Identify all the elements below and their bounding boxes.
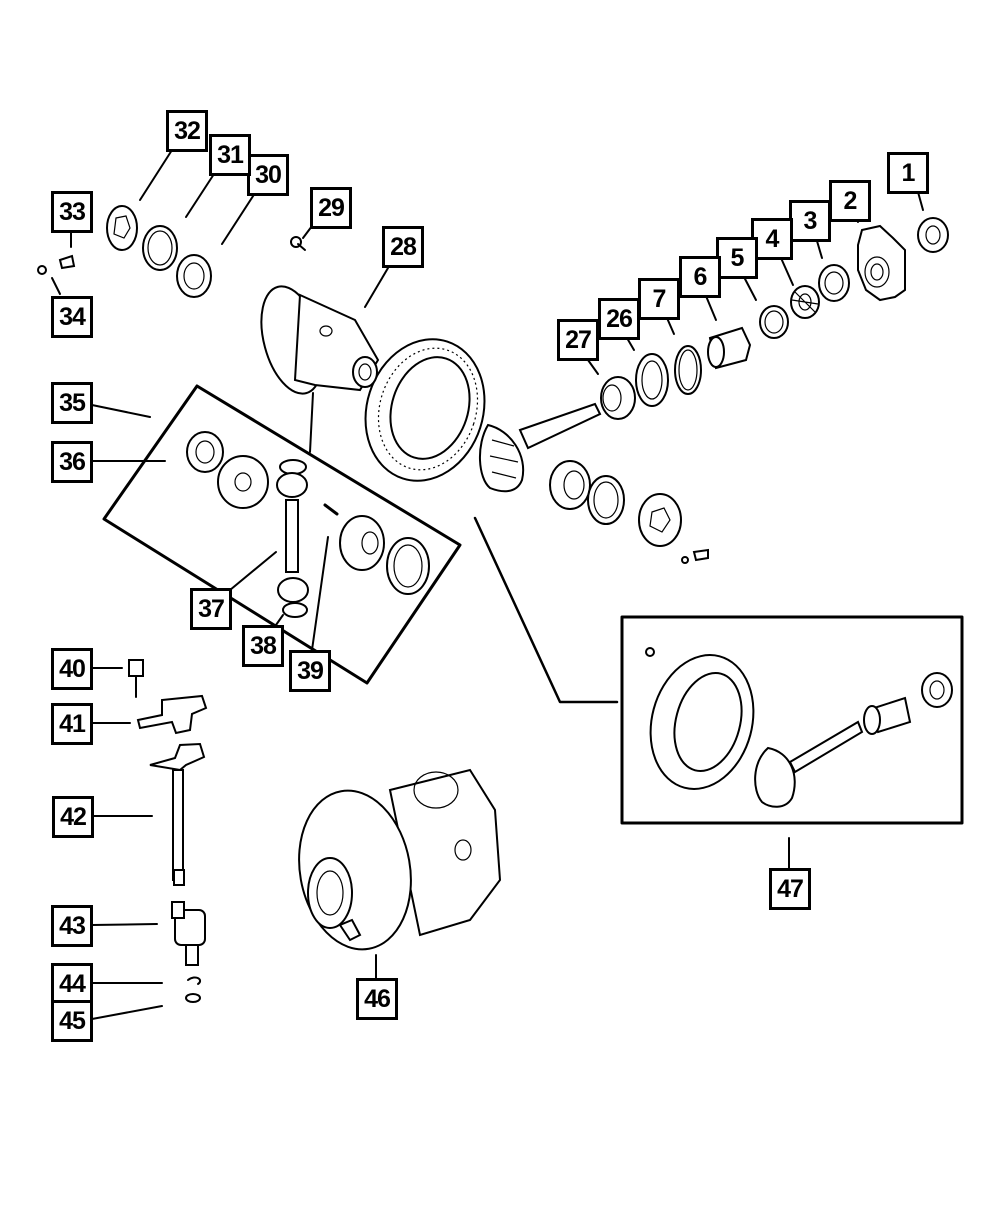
callout-41[interactable]: 41 <box>51 703 93 745</box>
bearing-30 <box>176 254 212 298</box>
callout-35[interactable]: 35 <box>51 382 93 424</box>
leader-6 <box>705 295 717 321</box>
leader-32 <box>139 149 173 201</box>
leader-ring-pinion-box <box>473 516 619 704</box>
leader-27 <box>587 359 599 375</box>
callout-31[interactable]: 31 <box>209 134 251 176</box>
sensor-parts <box>128 659 208 1003</box>
callout-38[interactable]: 38 <box>242 625 284 667</box>
callout-3[interactable]: 3 <box>789 200 831 242</box>
leader-34 <box>51 277 61 295</box>
leader-28 <box>364 267 389 308</box>
differential-case <box>260 285 380 395</box>
leader-1 <box>917 191 924 211</box>
callout-39[interactable]: 39 <box>289 650 331 692</box>
callout-5[interactable]: 5 <box>716 237 758 279</box>
callout-40[interactable]: 40 <box>51 648 93 690</box>
cup-26 <box>635 353 669 407</box>
right-bearing <box>549 460 591 510</box>
callout-4[interactable]: 4 <box>751 218 793 260</box>
leader-30 <box>221 192 256 245</box>
spacer-6 <box>707 326 752 370</box>
callout-42[interactable]: 42 <box>52 796 94 838</box>
bearing-4 <box>790 285 820 319</box>
callout-45[interactable]: 45 <box>51 1000 93 1042</box>
leader-lines <box>51 149 924 1020</box>
right-cup <box>587 475 625 525</box>
leader-case-to-kit <box>309 392 314 453</box>
leader-43 <box>91 923 158 926</box>
ring-pinion-set <box>645 647 953 808</box>
bearing-27 <box>600 376 636 420</box>
callout-46[interactable]: 46 <box>356 978 398 1020</box>
callout-43[interactable]: 43 <box>51 905 93 947</box>
leader-31 <box>185 173 215 218</box>
callout-7[interactable]: 7 <box>638 278 680 320</box>
pinion-gear <box>478 402 602 493</box>
leader-37 <box>229 551 277 591</box>
leader-45 <box>91 1005 163 1020</box>
ring-pinion-frame <box>620 615 964 825</box>
bolt-34 <box>37 265 47 275</box>
bolt-29 <box>290 236 306 251</box>
callout-1[interactable]: 1 <box>887 152 929 194</box>
callout-33[interactable]: 33 <box>51 191 93 233</box>
callout-28[interactable]: 28 <box>382 226 424 268</box>
callout-36[interactable]: 36 <box>51 441 93 483</box>
leader-4 <box>780 257 794 286</box>
lock-33 <box>58 254 76 270</box>
leader-38 <box>275 614 284 626</box>
leader-26 <box>626 337 635 351</box>
callout-26[interactable]: 26 <box>598 298 640 340</box>
cup-31 <box>142 225 178 271</box>
callout-2[interactable]: 2 <box>829 180 871 222</box>
gear-kit-frame <box>102 384 462 685</box>
cup-5 <box>759 305 789 339</box>
leader-3 <box>816 240 823 259</box>
callout-47[interactable]: 47 <box>769 868 811 910</box>
seal-3 <box>818 264 850 302</box>
adjuster-32 <box>106 205 138 251</box>
right-lock <box>681 548 709 564</box>
callout-27[interactable]: 27 <box>557 319 599 361</box>
yoke-flange-2 <box>857 224 906 302</box>
callout-34[interactable]: 34 <box>51 296 93 338</box>
leader-7 <box>666 317 675 335</box>
complete-differential <box>298 768 502 951</box>
callout-44[interactable]: 44 <box>51 963 93 1005</box>
callout-32[interactable]: 32 <box>166 110 208 152</box>
shim-7 <box>674 345 702 395</box>
callout-30[interactable]: 30 <box>247 154 289 196</box>
leader-5 <box>743 276 757 301</box>
callout-29[interactable]: 29 <box>310 187 352 229</box>
callout-6[interactable]: 6 <box>679 256 721 298</box>
gear-kit-parts <box>186 431 430 618</box>
pinion-nut-1 <box>917 217 949 253</box>
leader-35 <box>91 404 151 418</box>
leader-39 <box>311 536 329 651</box>
right-adjuster <box>638 493 682 547</box>
callout-37[interactable]: 37 <box>190 588 232 630</box>
ring-gear <box>364 338 486 482</box>
